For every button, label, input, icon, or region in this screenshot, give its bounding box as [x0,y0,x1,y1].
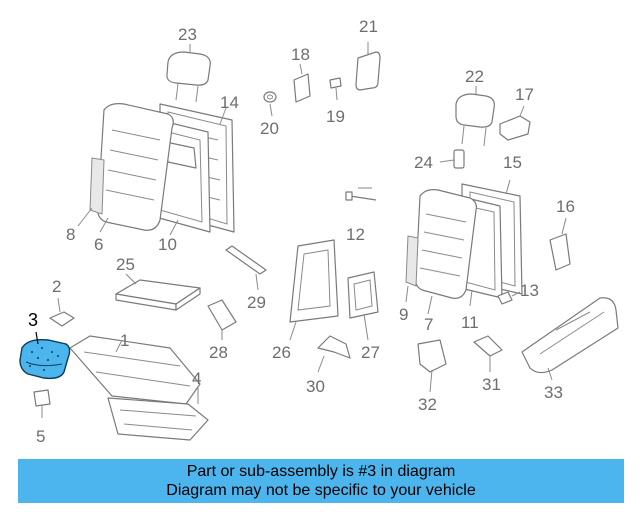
part-32-bracket [417,339,447,393]
part-7-seatback-cover [405,189,477,315]
callout-2: 2 [52,277,61,296]
part-16-trim [549,217,571,271]
part-30-hinge [317,335,351,373]
callout-22: 22 [465,67,484,86]
part-5-clip [33,389,51,418]
part-3-highlighted [19,331,71,380]
callout-4: 4 [192,369,201,388]
callout-29: 29 [247,293,266,312]
callout-13: 13 [520,281,539,300]
callout-25: 25 [116,255,135,274]
part-31-latch [473,335,503,372]
part-25-panel [115,273,201,311]
callout-3: 3 [28,310,38,330]
part-21-cover [355,42,381,91]
callout-16: 16 [556,197,575,216]
callout-33: 33 [544,383,563,402]
callout-23: 23 [178,25,197,44]
callout-30: 30 [306,377,325,396]
part-26-frame [289,239,339,341]
part-24-guide [439,149,465,169]
callout-8: 8 [66,225,75,244]
part-22-headrest [455,86,495,147]
callout-14: 14 [220,93,239,112]
part-17-latch [499,105,531,141]
callout-28: 28 [209,343,228,362]
part-23-headrest [166,44,211,103]
callout-31: 31 [482,375,501,394]
callout-7: 7 [424,315,433,334]
part-4-seat-frame [107,388,209,441]
callout-5: 5 [36,427,45,446]
callout-15: 15 [503,153,522,172]
callout-20: 20 [260,119,279,138]
part-33-armrest [521,297,619,381]
callout-10: 10 [158,235,177,254]
callout-18: 18 [291,45,310,64]
callout-26: 26 [272,343,291,362]
part-28-cover [207,299,237,340]
part-29-strip [225,245,267,291]
callout-11: 11 [461,313,479,332]
part-1-seat-cushion [69,335,201,405]
callout-9: 9 [399,305,408,324]
callout-21: 21 [359,17,378,36]
callout-24: 24 [414,153,433,172]
part-18-bracket [293,63,311,103]
callout-17: 17 [515,85,534,104]
info-banner: Part or sub-assembly is #3 in diagram Di… [18,459,624,503]
banner-line-part: Part or sub-assembly is #3 in diagram [186,463,456,480]
banner-line-disclaimer: Diagram may not be specific to your vehi… [166,482,476,499]
part-27-bracket [347,271,379,341]
part-19-screw [329,77,342,101]
part-2-clip [49,297,75,327]
callout-1: 1 [120,331,129,350]
part-13-clip [497,291,521,305]
callout-12: 12 [346,225,365,244]
callout-27: 27 [361,343,380,362]
callout-19: 19 [326,107,345,126]
callout-32: 32 [418,395,437,414]
callout-6: 6 [94,235,103,254]
part-6-seatback-cover [77,103,174,233]
part-20-clip [263,91,277,117]
part-12-bolt [345,187,377,201]
